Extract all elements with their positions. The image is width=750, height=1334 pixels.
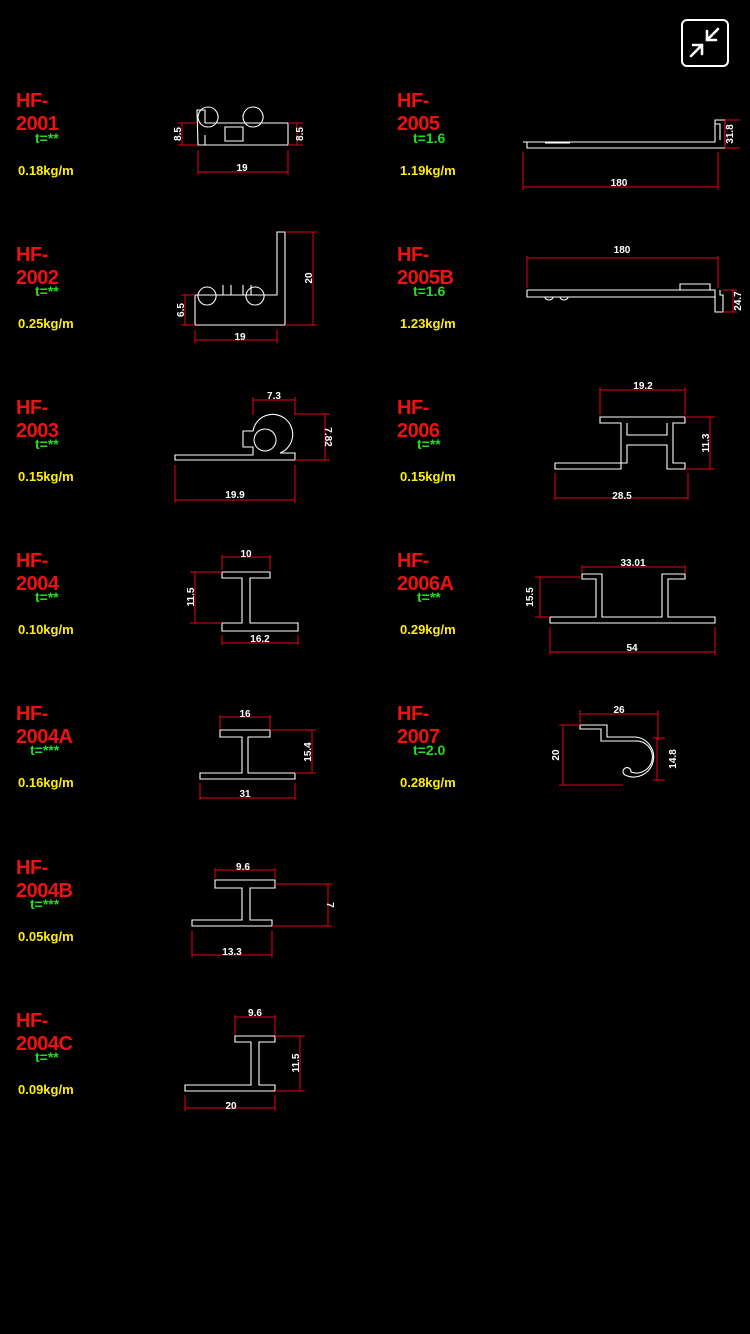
profile-weight: 0.15kg/m bbox=[400, 469, 456, 484]
profile-thickness: t=** bbox=[35, 283, 59, 299]
dim-label: 16 bbox=[239, 709, 251, 720]
dim-label: 11.5 bbox=[291, 1053, 302, 1072]
dim-label: 19 bbox=[234, 332, 246, 343]
dim-label: 19 bbox=[236, 163, 248, 174]
dim-label: 9.6 bbox=[248, 1008, 262, 1019]
profile-code: HF-2003 bbox=[16, 397, 59, 442]
dim-label: 31 bbox=[239, 789, 251, 800]
profile-thickness: t=** bbox=[417, 589, 441, 605]
profile-drawing: 7.3 7.82 19.9 bbox=[174, 391, 333, 503]
profile-weight: 0.18kg/m bbox=[18, 163, 74, 178]
dim-label: 28.5 bbox=[612, 491, 632, 502]
dim-label: 26 bbox=[613, 705, 625, 716]
profile-thickness: t=2.0 bbox=[413, 742, 446, 758]
dim-label: 13.3 bbox=[222, 947, 242, 958]
dim-label: 8.5 bbox=[173, 127, 184, 141]
profile-code: HF-2004B bbox=[16, 857, 73, 902]
profile-weight: 0.16kg/m bbox=[18, 775, 74, 790]
exit-fullscreen-icon bbox=[689, 27, 720, 58]
profile-drawing: 19.2 11.3 28.5 bbox=[554, 381, 715, 502]
profile-code: HF-2004 bbox=[16, 550, 59, 595]
profile-code: HF-2004C bbox=[16, 1010, 73, 1055]
profile-drawing: 180 31.8 bbox=[522, 119, 740, 190]
dim-label: 7.82 bbox=[322, 427, 333, 447]
profile-thickness: t=** bbox=[35, 1049, 59, 1065]
profile-thickness: t=** bbox=[35, 130, 59, 146]
dim-label: 20 bbox=[225, 1101, 237, 1112]
dim-label: 9.6 bbox=[236, 862, 250, 873]
dim-label: 31.8 bbox=[725, 124, 736, 144]
profile-weight: 0.15kg/m bbox=[18, 469, 74, 484]
profile-thickness: t=*** bbox=[30, 896, 60, 912]
dim-label: 54 bbox=[626, 643, 638, 654]
profile-weight: 0.25kg/m bbox=[18, 316, 74, 331]
profile-drawing: 26 20 14.8 bbox=[551, 705, 679, 786]
profile-thickness: t=** bbox=[35, 589, 59, 605]
profile-weight: 0.10kg/m bbox=[18, 622, 74, 637]
profile-weight: 1.19kg/m bbox=[400, 163, 456, 178]
profile-code: HF-2001 bbox=[16, 90, 59, 135]
dim-label: 20 bbox=[304, 272, 315, 284]
dim-label: 14.8 bbox=[668, 749, 679, 769]
profile-drawing: 10 11.5 16.2 bbox=[186, 549, 299, 645]
profile-weight: 1.23kg/m bbox=[400, 316, 456, 331]
dim-label: 11.3 bbox=[701, 433, 712, 452]
profile-code: HF-2006A bbox=[397, 550, 454, 595]
dim-label: 180 bbox=[614, 245, 631, 256]
profile-weight: 0.09kg/m bbox=[18, 1082, 74, 1097]
dim-label: 8.5 bbox=[295, 127, 306, 141]
profile-weight: 0.28kg/m bbox=[400, 775, 456, 790]
profile-drawing: 9.6 11.5 20 bbox=[184, 1008, 305, 1112]
profile-drawing: 33.01 15.5 54 bbox=[525, 558, 716, 655]
profile-thickness: t=1.6 bbox=[413, 130, 446, 146]
profile-code: HF-2005B bbox=[397, 244, 454, 289]
profile-code: HF-2004A bbox=[16, 703, 73, 748]
profile-drawing: 9.6 7 13.3 bbox=[191, 862, 335, 958]
profile-drawing: 16 15.4 31 bbox=[199, 709, 316, 800]
profile-code: HF-2007 bbox=[397, 703, 440, 748]
dim-label: 15.4 bbox=[303, 742, 314, 762]
dim-label: 24.7 bbox=[733, 291, 744, 311]
profile-drawing: 6.5 20 19 bbox=[176, 231, 317, 343]
dim-label: 19.2 bbox=[633, 381, 653, 392]
dim-label: 7 bbox=[324, 902, 335, 908]
dim-label: 16.2 bbox=[250, 634, 270, 645]
profile-code: HF-2002 bbox=[16, 244, 59, 289]
dim-label: 11.5 bbox=[186, 587, 197, 606]
dim-label: 7.3 bbox=[267, 391, 281, 402]
profile-thickness: t=** bbox=[417, 436, 441, 452]
dim-label: 20 bbox=[551, 749, 562, 761]
exit-fullscreen-button[interactable] bbox=[681, 19, 729, 67]
profile-thickness: t=1.6 bbox=[413, 283, 446, 299]
profile-thickness: t=*** bbox=[30, 742, 60, 758]
profile-code: HF-2005 bbox=[397, 90, 440, 135]
profile-code: HF-2006 bbox=[397, 397, 440, 442]
dim-label: 33.01 bbox=[620, 558, 645, 569]
profile-weight: 0.05kg/m bbox=[18, 929, 74, 944]
dim-label: 6.5 bbox=[176, 303, 187, 317]
profile-drawing: 8.5 8.5 19 bbox=[173, 106, 306, 175]
profile-thickness: t=** bbox=[35, 436, 59, 452]
profile-weight: 0.29kg/m bbox=[400, 622, 456, 637]
profile-drawing: 180 24.7 bbox=[526, 245, 744, 313]
dim-label: 10 bbox=[240, 549, 252, 560]
dim-label: 15.5 bbox=[525, 587, 536, 607]
dim-label: 180 bbox=[611, 178, 628, 189]
dim-label: 19.9 bbox=[225, 490, 245, 501]
